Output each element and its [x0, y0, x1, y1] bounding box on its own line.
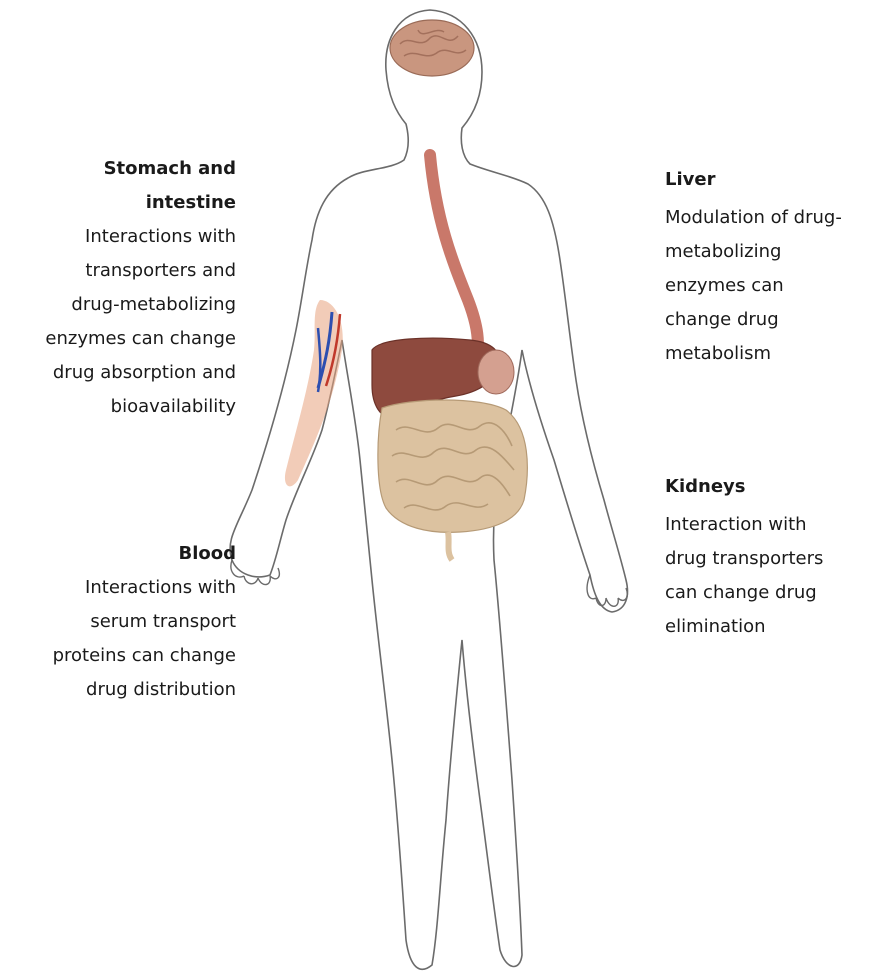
kidneys-title: Kidneys: [665, 470, 877, 504]
kidneys-description: Interaction with drug transporters can c…: [665, 508, 877, 644]
blood-description: Interactions with serum transport protei…: [0, 571, 236, 707]
description-line: enzymes can: [665, 269, 877, 303]
description-line: drug-metabolizing: [0, 288, 236, 322]
stomach-intestine-annotation: Stomach and intestine Interactions with …: [0, 152, 236, 424]
brain-illustration: [390, 20, 474, 76]
description-line: change drug: [665, 303, 877, 337]
description-line: metabolizing: [665, 235, 877, 269]
blood-title: Blood: [0, 537, 236, 571]
liver-annotation: Liver Modulation of drug- metabolizing e…: [665, 163, 877, 371]
title-line: intestine: [0, 186, 236, 220]
description-line: transporters and: [0, 254, 236, 288]
description-line: can change drug: [665, 576, 877, 610]
stomach-intestine-title: Stomach and intestine: [0, 152, 236, 220]
description-line: Interactions with: [0, 220, 236, 254]
arm-vessels-illustration: [285, 300, 343, 486]
description-line: metabolism: [665, 337, 877, 371]
description-line: enzymes can change: [0, 322, 236, 356]
description-line: Interactions with: [0, 571, 236, 605]
title-line: Liver: [665, 163, 877, 197]
kidneys-annotation: Kidneys Interaction with drug transporte…: [665, 470, 877, 644]
left-hand: [231, 560, 279, 585]
title-line: Stomach and: [0, 152, 236, 186]
right-hand: [587, 575, 627, 606]
description-line: proteins can change: [0, 639, 236, 673]
stomach-illustration: [478, 350, 514, 394]
esophagus-illustration: [430, 155, 478, 358]
description-line: bioavailability: [0, 390, 236, 424]
title-line: Blood: [0, 537, 236, 571]
description-line: drug absorption and: [0, 356, 236, 390]
stomach-intestine-description: Interactions with transporters and drug-…: [0, 220, 236, 424]
description-line: drug distribution: [0, 673, 236, 707]
description-line: Modulation of drug-: [665, 201, 877, 235]
liver-description: Modulation of drug- metabolizing enzymes…: [665, 201, 877, 371]
description-line: elimination: [665, 610, 877, 644]
blood-annotation: Blood Interactions with serum transport …: [0, 537, 236, 707]
intestine-illustration: [378, 400, 527, 560]
liver-title: Liver: [665, 163, 877, 197]
description-line: drug transporters: [665, 542, 877, 576]
description-line: serum transport: [0, 605, 236, 639]
description-line: Interaction with: [665, 508, 877, 542]
title-line: Kidneys: [665, 470, 877, 504]
